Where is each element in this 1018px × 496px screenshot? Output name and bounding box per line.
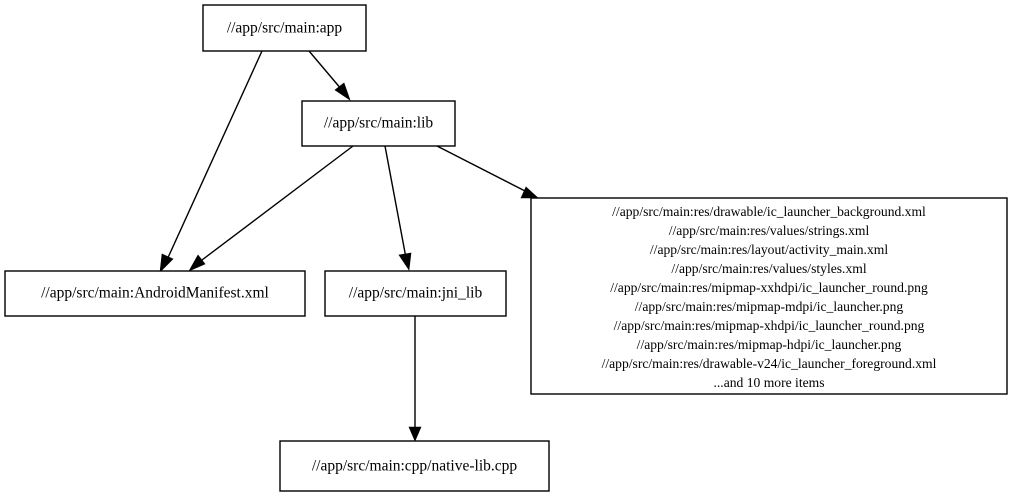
arrowhead-icon	[408, 426, 422, 442]
node-resources-line-10: ...and 10 more items	[714, 375, 825, 390]
node-app-box[interactable]	[202, 4, 367, 52]
node-resources-line-7: //app/src/main:res/mipmap-xhdpi/ic_launc…	[614, 318, 925, 333]
graph-nodes: //app/src/main:app //app/src/main:lib //…	[4, 4, 1008, 492]
node-resources-line-5: //app/src/main:res/mipmap-xxhdpi/ic_laun…	[610, 280, 928, 295]
arrowhead-icon	[398, 252, 412, 271]
node-android-manifest[interactable]: //app/src/main:AndroidManifest.xml	[4, 270, 306, 317]
node-resources-line-3: //app/src/main:res/layout/activity_main.…	[650, 242, 888, 257]
edge-line	[197, 145, 354, 264]
edge-lib-to-jni-lib	[384, 145, 412, 271]
node-android-manifest-box[interactable]	[4, 270, 306, 317]
edge-app-to-lib	[308, 50, 351, 101]
graph-edges	[159, 50, 539, 442]
node-resources-line-9: //app/src/main:res/drawable-v24/ic_launc…	[602, 356, 937, 371]
node-jni-lib[interactable]: //app/src/main:jni_lib	[324, 270, 507, 317]
edge-line	[436, 145, 528, 193]
node-jni-lib-label: //app/src/main:jni_lib	[349, 285, 483, 302]
edge-jni-lib-to-native-lib	[408, 316, 422, 442]
node-lib-label: //app/src/main:lib	[324, 115, 434, 132]
node-resources-line-4: //app/src/main:res/values/styles.xml	[671, 261, 866, 276]
node-native-lib-cpp[interactable]: //app/src/main:cpp/native-lib.cpp	[279, 440, 550, 492]
edge-line	[165, 50, 263, 263]
arrowhead-icon	[520, 186, 539, 199]
node-native-lib-cpp-label: //app/src/main:cpp/native-lib.cpp	[312, 458, 518, 475]
node-app[interactable]: //app/src/main:app	[202, 4, 367, 52]
arrowhead-icon	[334, 82, 351, 101]
node-resources-line-1: //app/src/main:res/drawable/ic_launcher_…	[612, 204, 926, 219]
edge-app-to-manifest	[159, 50, 263, 273]
edge-lib-to-manifest	[188, 145, 354, 272]
arrowhead-icon	[188, 254, 206, 272]
node-resources-line-2: //app/src/main:res/values/strings.xml	[669, 223, 870, 238]
node-resources-box[interactable]	[530, 197, 1008, 395]
edge-lib-to-resources	[436, 145, 539, 199]
edge-line	[384, 145, 407, 259]
node-app-label: //app/src/main:app	[227, 20, 343, 37]
node-android-manifest-label: //app/src/main:AndroidManifest.xml	[41, 285, 269, 302]
node-resources-line-8: //app/src/main:res/mipmap-hdpi/ic_launch…	[637, 337, 902, 352]
node-jni-lib-box[interactable]	[324, 270, 507, 317]
node-native-lib-cpp-box[interactable]	[279, 440, 550, 492]
node-lib[interactable]: //app/src/main:lib	[301, 100, 456, 147]
node-lib-box[interactable]	[301, 100, 456, 147]
arrowhead-icon	[159, 253, 174, 273]
node-resources[interactable]: //app/src/main:res/drawable/ic_launcher_…	[530, 197, 1008, 395]
edge-line	[308, 50, 343, 91]
node-resources-line-6: //app/src/main:res/mipmap-mdpi/ic_launch…	[635, 299, 904, 314]
